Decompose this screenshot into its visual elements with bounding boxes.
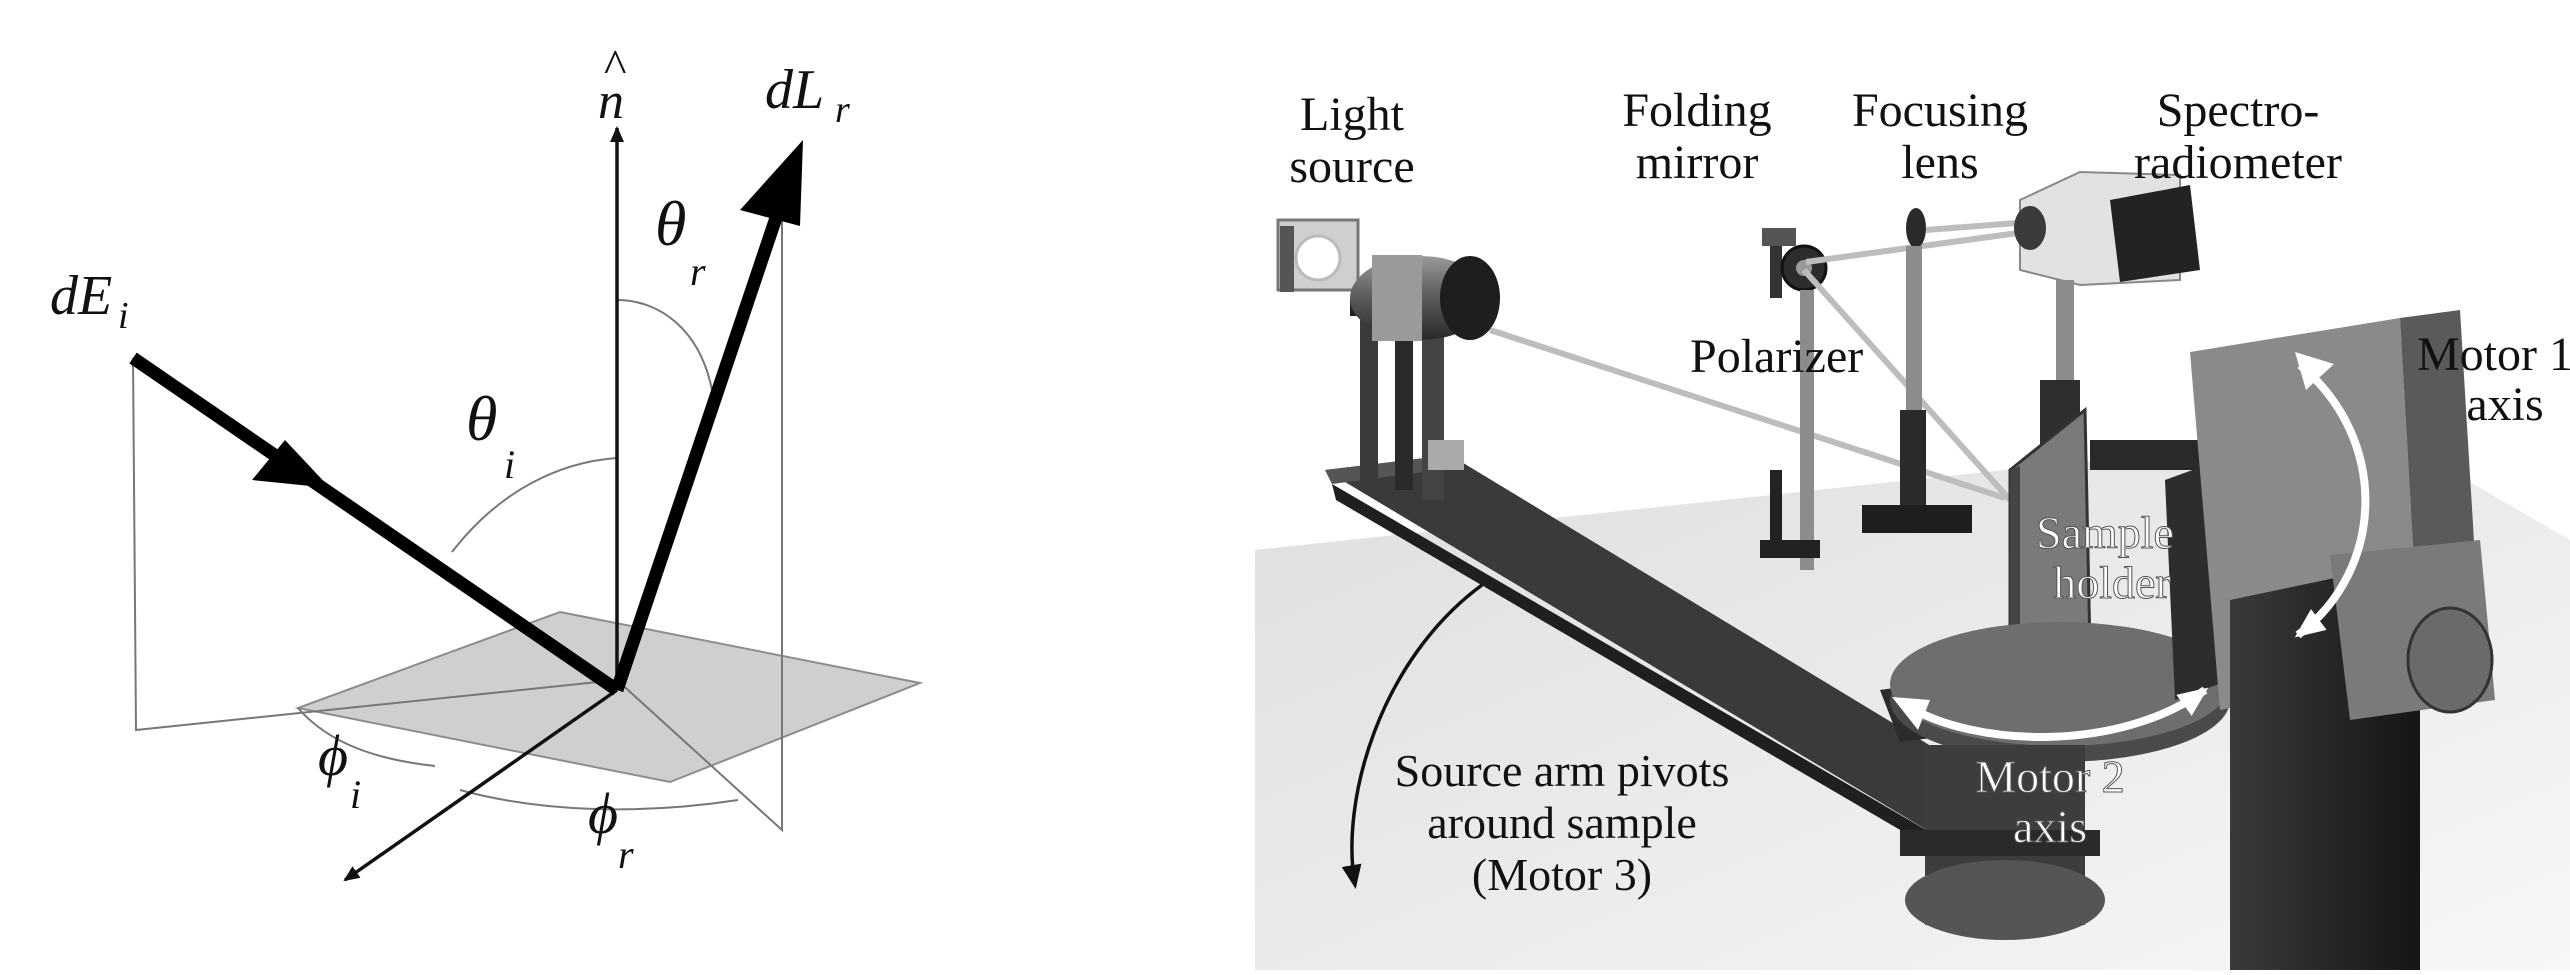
motor1-rotation-arrow <box>2294 361 2370 639</box>
svg-text:axis: axis <box>2013 801 2087 852</box>
theta-r-arc <box>616 299 713 391</box>
svg-text:Spectro-: Spectro- <box>2157 84 2320 137</box>
svg-text:source: source <box>1289 140 1414 193</box>
phi-r-sub: r <box>618 832 634 877</box>
theta-i-arc <box>451 457 618 553</box>
phi-i-sub: i <box>350 772 361 817</box>
motor3-pivot-arrow <box>1341 583 1484 889</box>
theta-r-label: θ <box>655 188 686 259</box>
label-motor1: Motor 1 axis <box>2417 328 2570 431</box>
spectroradiometer-body <box>2110 185 2200 282</box>
phi-i-label: ϕ <box>318 723 348 788</box>
svg-text:axis: axis <box>2466 378 2543 431</box>
svg-text:radiometer: radiometer <box>2134 136 2342 189</box>
motor1-arrowhead-top-icon <box>2295 352 2334 390</box>
source-arm <box>1325 455 2020 838</box>
svg-text:Motor 2: Motor 2 <box>1975 751 2125 802</box>
svg-text:Sample: Sample <box>2036 507 2174 558</box>
focusing-lens <box>1906 208 1926 248</box>
label-spectroradiometer: Spectro- radiometer <box>2134 84 2342 189</box>
svg-text:Focusing: Focusing <box>1852 84 2028 137</box>
label-source-arm: Source arm pivots around sample (Motor 3… <box>1395 745 1730 900</box>
svg-text:mirror: mirror <box>1636 136 1759 189</box>
folding-mirror-assembly <box>1760 228 1828 570</box>
reflected-arrowhead-icon <box>740 140 803 226</box>
incident-label-sub: i <box>118 295 129 337</box>
incident-plane-outline <box>132 357 618 732</box>
phi-i-arc <box>297 707 436 767</box>
label-polarizer: Polarizer <box>1690 330 1863 383</box>
svg-text:Source arm pivots: Source arm pivots <box>1395 745 1730 796</box>
incident-ray <box>129 352 621 696</box>
apparatus-panel: Light source Folding mirror Focusing len… <box>1255 84 2570 970</box>
label-light-source: Light source <box>1289 88 1414 193</box>
svg-text:Motor 1: Motor 1 <box>2417 328 2570 381</box>
incident-label: dE <box>50 265 112 327</box>
normal-label: n <box>598 73 624 130</box>
theta-i-label: θ <box>466 383 497 454</box>
svg-text:lens: lens <box>1901 136 1978 189</box>
svg-text:(Motor 3): (Motor 3) <box>1472 849 1652 900</box>
focusing-lens-assembly <box>1862 208 1972 533</box>
svg-text:holder: holder <box>2053 557 2171 608</box>
theta-r-sub: r <box>690 249 706 294</box>
normal-hat: ^ <box>604 40 627 93</box>
beam-lens-to-spectro <box>1925 219 2031 233</box>
reflected-plane-outline <box>616 175 783 833</box>
motor1-shaft-end <box>2406 606 2494 714</box>
label-folding-mirror: Folding mirror <box>1622 84 1771 189</box>
phi-r-label: ϕ <box>588 781 618 846</box>
motor2-arrowhead-left-icon <box>1892 697 1930 730</box>
lamp-bulb <box>1294 234 1342 282</box>
reflected-label-sub: r <box>835 89 850 131</box>
light-source-assembly <box>1276 218 1500 500</box>
reflected-label: dL <box>765 59 824 121</box>
label-sample-holder: Sample holder <box>2036 507 2175 609</box>
azimuth-axis <box>343 688 619 882</box>
incident-arrowhead-icon <box>252 440 330 488</box>
svg-text:Folding: Folding <box>1622 84 1771 137</box>
motor2-rotation-arrow <box>1903 686 2209 741</box>
label-focusing-lens: Focusing lens <box>1852 84 2028 189</box>
label-motor2: Motor 2 axis <box>1975 751 2126 853</box>
svg-text:around sample: around sample <box>1427 797 1697 848</box>
phi-r-arc <box>459 789 739 811</box>
reflected-ray <box>610 197 789 693</box>
beam-mirror-to-lens <box>1805 227 2041 265</box>
svg-text:Light: Light <box>1300 88 1405 141</box>
theta-i-sub: i <box>504 442 515 487</box>
source-arm-side <box>1332 484 1948 858</box>
geometry-panel: ^ n dL r dE i θ i θ r ϕ i ϕ r <box>50 40 924 882</box>
